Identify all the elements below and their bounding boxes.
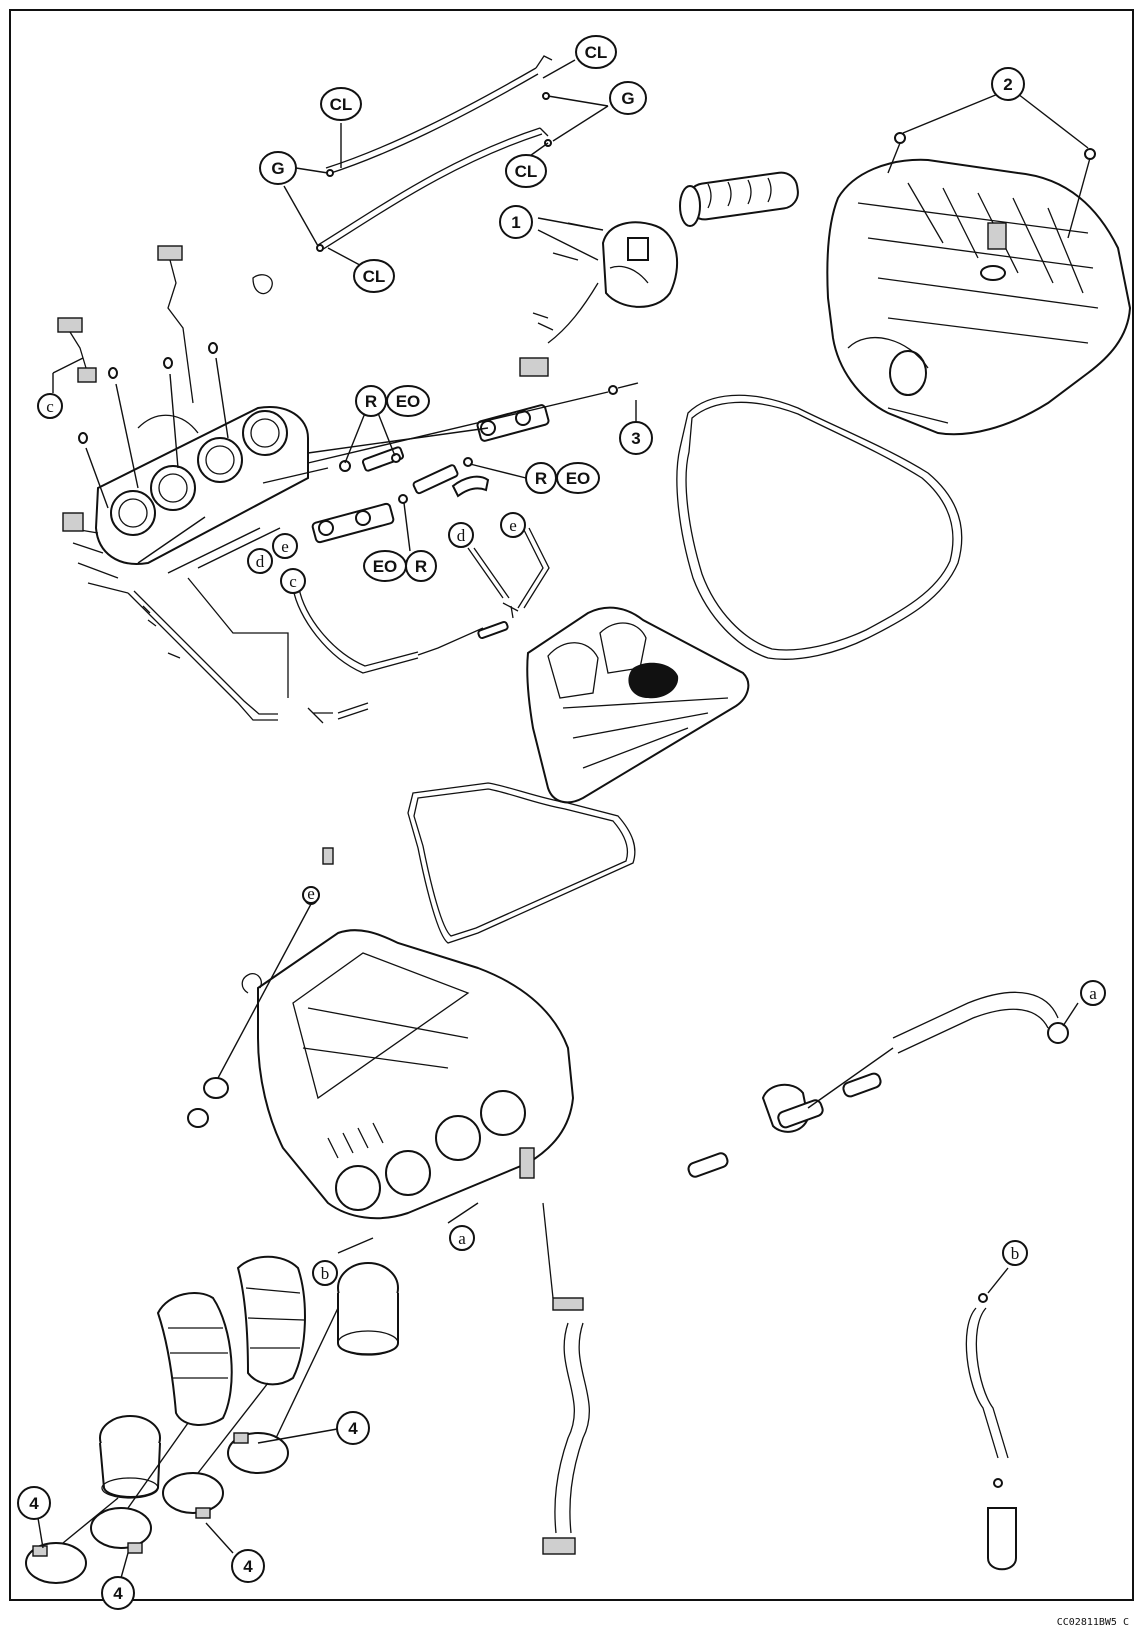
callout-letter-b-1: b — [312, 1260, 338, 1286]
small-fittings — [78, 342, 229, 509]
svg-text:R: R — [535, 469, 547, 488]
svg-text:CL: CL — [330, 95, 353, 114]
svg-text:4: 4 — [348, 1419, 358, 1438]
svg-text:G: G — [621, 89, 634, 108]
svg-text:EO: EO — [373, 557, 398, 576]
throttle-grip — [679, 171, 799, 227]
svg-text:2: 2 — [1003, 75, 1012, 94]
svg-text:d: d — [256, 552, 265, 571]
drain-hose-right — [965, 1267, 1017, 1571]
callout-number-4b: 4 — [17, 1486, 51, 1520]
svg-text:c: c — [289, 572, 297, 591]
svg-text:e: e — [281, 537, 289, 556]
clamps — [25, 1432, 289, 1584]
svg-text:d: d — [457, 526, 466, 545]
air-filter-gasket — [676, 394, 963, 660]
throttle-cables — [316, 55, 553, 252]
callout-letter-d-1: d — [247, 548, 273, 574]
lower-gasket — [407, 782, 636, 944]
callout-letter-e-2: e — [500, 512, 526, 538]
callout-c-leader — [52, 357, 84, 393]
callout-letter-d-2: d — [448, 522, 474, 548]
svg-text:4: 4 — [29, 1494, 39, 1513]
callout-r-3: R — [405, 550, 437, 582]
case-lower-leaders — [337, 1202, 479, 1254]
delivery-pipes — [311, 382, 639, 544]
callout-letter-c-2: c — [280, 568, 306, 594]
callout-letter-e-3: e — [302, 884, 320, 904]
callout-number-4d: 4 — [101, 1576, 135, 1610]
callout-letter-c-1: c — [37, 393, 63, 419]
svg-text:1: 1 — [511, 213, 520, 232]
drain-hose-center — [542, 1202, 590, 1555]
diagram-border — [9, 9, 1134, 1601]
callouts: CL G CL CL G CL 1 2 3 R EO R EO EO — [17, 35, 1106, 1610]
valve-leader — [1062, 1002, 1079, 1027]
svg-text:CL: CL — [585, 43, 608, 62]
callout-cl-2: CL — [353, 259, 395, 293]
air-filter-element — [526, 606, 750, 804]
handlebar-switch-housing — [519, 221, 679, 377]
clamp-leaders — [37, 1307, 344, 1579]
svg-text:e: e — [509, 516, 517, 535]
injector-leaders — [262, 391, 637, 552]
svg-text:e: e — [307, 884, 315, 903]
svg-text:a: a — [458, 1229, 466, 1248]
callout-r-1: R — [355, 385, 387, 417]
callout-number-2: 2 — [991, 67, 1025, 101]
svg-text:a: a — [1089, 984, 1097, 1003]
callout-r-2: R — [525, 462, 557, 494]
vacuum-hoses — [127, 527, 550, 724]
callout-number-1: 1 — [499, 205, 533, 239]
callout-cl-4: CL — [505, 154, 547, 188]
svg-text:EO: EO — [396, 392, 421, 411]
callout-letter-a-1: a — [1080, 980, 1106, 1006]
switch-screws — [537, 217, 604, 261]
air-cleaner-lower-case — [241, 929, 575, 1220]
callout-number-3: 3 — [619, 421, 653, 455]
callout-eo-2: EO — [556, 462, 600, 494]
throttle-sensors — [57, 245, 273, 404]
throttle-body-assembly — [62, 406, 309, 594]
svg-text:EO: EO — [566, 469, 591, 488]
svg-text:4: 4 — [113, 1584, 123, 1603]
callout-letter-b-2: b — [1002, 1240, 1028, 1266]
svg-text:4: 4 — [243, 1557, 253, 1576]
svg-text:R: R — [365, 392, 377, 411]
exploded-parts-diagram: CL G CL CL G CL 1 2 3 R EO R EO EO — [9, 9, 1134, 1610]
svg-text:c: c — [46, 397, 54, 416]
svg-text:CL: CL — [363, 267, 386, 286]
callout-number-4c: 4 — [231, 1549, 265, 1583]
svg-text:3: 3 — [631, 429, 640, 448]
callout-letter-e-1: e — [272, 533, 298, 559]
callout-eo-3: EO — [363, 550, 407, 582]
air-cleaner-upper-housing — [826, 158, 1132, 436]
hose-leaders — [137, 516, 281, 574]
svg-text:R: R — [415, 557, 427, 576]
callout-cl-1: CL — [320, 87, 362, 121]
svg-text:b: b — [1011, 1244, 1020, 1263]
callout-g-1: G — [259, 151, 297, 185]
callout-g-2: G — [609, 81, 647, 115]
callout-cl-3: CL — [575, 35, 617, 69]
callout-eo-1: EO — [386, 385, 430, 417]
housing-screw-leaders — [887, 93, 1096, 239]
svg-text:G: G — [271, 159, 284, 178]
callout-letter-a-2: a — [449, 1225, 475, 1251]
svg-text:b: b — [321, 1264, 330, 1283]
figure-code: CC02811BW5 C — [1056, 1617, 1129, 1628]
svg-text:CL: CL — [515, 162, 538, 181]
intake-ducts — [99, 1255, 399, 1499]
callout-number-4a: 4 — [336, 1411, 370, 1445]
valve-assembly — [687, 991, 1069, 1178]
